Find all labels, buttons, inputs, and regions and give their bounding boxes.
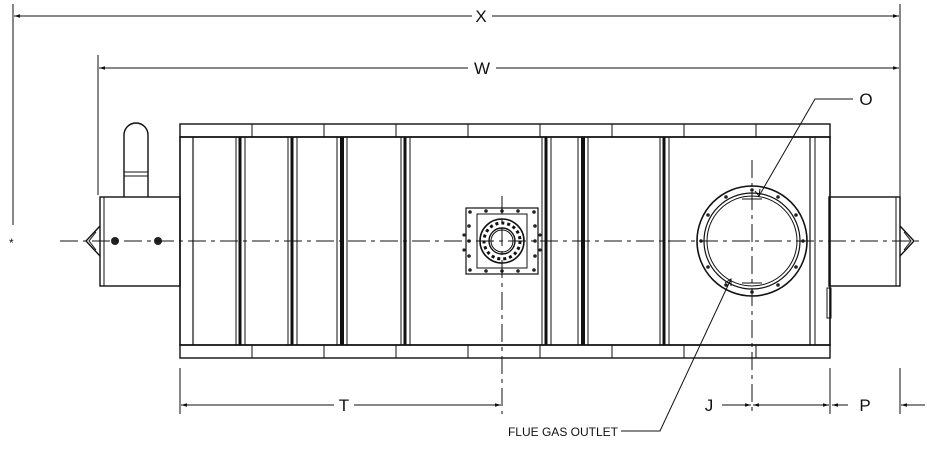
callout-o: O [754, 90, 873, 198]
dimension-w: W [97, 55, 899, 195]
dimension-x-label: X [475, 7, 486, 26]
flue-gas-outlet-label: FLUE GAS OUTLET [508, 425, 619, 439]
centerlines [60, 160, 922, 414]
dimension-t-label: T [339, 396, 349, 415]
right-end-connection [826, 196, 915, 319]
asterisk-note: * [9, 236, 14, 250]
dimension-j: J [705, 368, 831, 415]
dimension-w-label: W [474, 59, 490, 78]
dimension-p-label: P [859, 396, 870, 415]
callout-flue-gas-outlet: FLUE GAS OUTLET [508, 278, 732, 439]
dimension-x: X [12, 4, 901, 235]
dimension-p: P [832, 368, 925, 415]
dimension-j-label: J [705, 396, 714, 415]
dimension-t: T [179, 368, 501, 415]
callout-o-label: O [859, 90, 872, 109]
left-end-connection [85, 122, 181, 287]
